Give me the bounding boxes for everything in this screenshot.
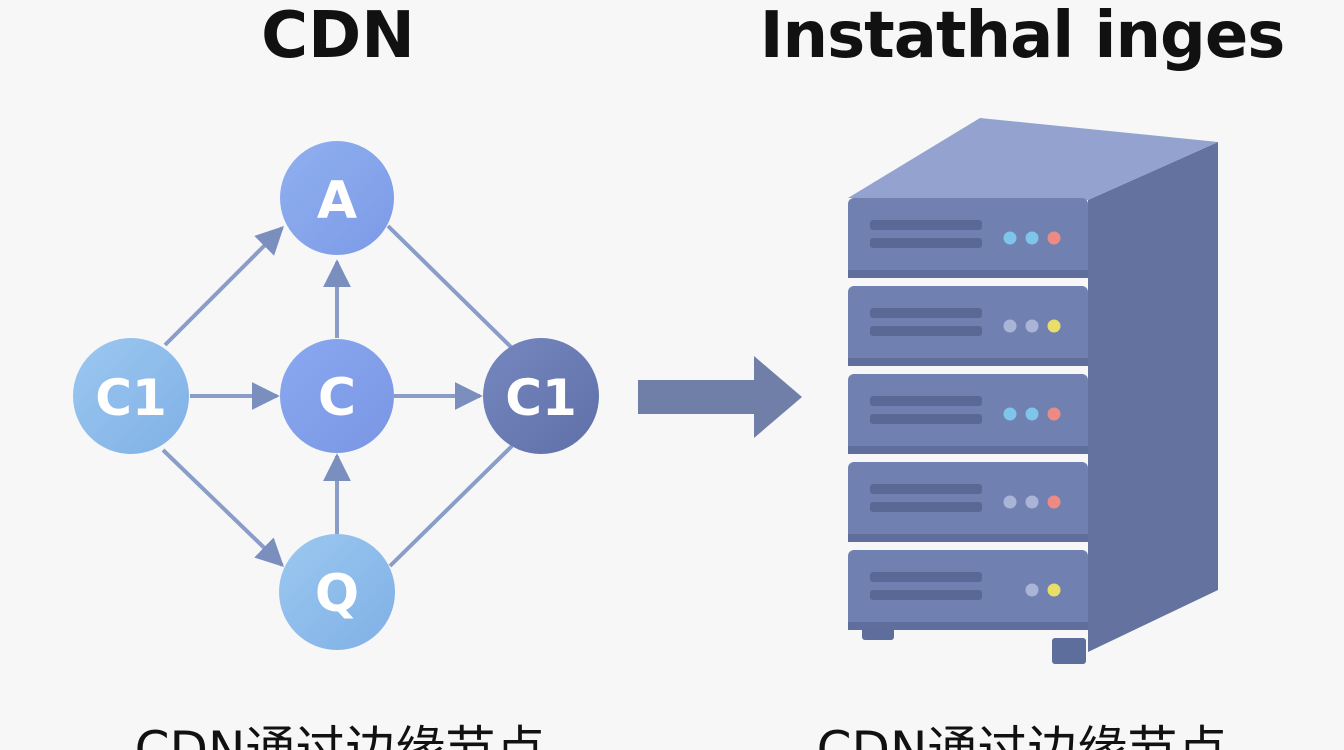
- node-c1-left: C1: [73, 338, 189, 454]
- server-unit: [848, 374, 1088, 454]
- server-vent-slot: [870, 308, 982, 318]
- node-c1-left-label: C1: [95, 369, 166, 427]
- server-title: Instathal inges: [759, 0, 1286, 73]
- edge-c1-to-q: [161, 448, 285, 567]
- node-a-label: A: [317, 171, 357, 231]
- node-q-label: Q: [315, 564, 359, 624]
- server-vent-slot: [870, 502, 982, 512]
- server-status-led: [1003, 407, 1017, 421]
- node-c1-right: C1: [483, 338, 599, 454]
- server-status-led: [1025, 319, 1039, 333]
- server-unit-shadow: [848, 534, 1088, 542]
- server-caption: CDN通过边缘节点: [816, 721, 1228, 750]
- server-foot-right: [1052, 638, 1086, 664]
- edge-c1-to-a: [163, 226, 284, 347]
- server-vent-slot: [870, 572, 982, 582]
- server-status-led: [1047, 231, 1061, 245]
- server-status-led: [1025, 583, 1039, 597]
- server-unit-shadow: [848, 622, 1088, 630]
- server-status-led: [1003, 319, 1017, 333]
- server-status-led: [1025, 231, 1039, 245]
- node-c-center-label: C: [318, 368, 356, 428]
- server-vent-slot: [870, 590, 982, 600]
- server-unit: [848, 462, 1088, 542]
- server-unit: [848, 550, 1088, 630]
- server-vent-slot: [870, 326, 982, 336]
- edge-q-to-c1: [388, 444, 514, 568]
- server-unit-shadow: [848, 270, 1088, 278]
- server-status-led: [1047, 495, 1061, 509]
- server-status-led: [1025, 495, 1039, 509]
- server-status-led: [1047, 319, 1061, 333]
- server-status-led: [1025, 407, 1039, 421]
- server-vent-slot: [870, 238, 982, 248]
- server-vent-slot: [870, 220, 982, 230]
- node-q: Q: [279, 534, 395, 650]
- server-status-led: [1047, 583, 1061, 597]
- server-unit-shadow: [848, 358, 1088, 366]
- server-vent-slot: [870, 484, 982, 494]
- server-vent-slot: [870, 396, 982, 406]
- server-status-led: [1003, 495, 1017, 509]
- edge-a-to-c1: [386, 224, 514, 350]
- server-top-panel: [848, 118, 1218, 200]
- node-c1-right-label: C1: [505, 369, 576, 427]
- server-unit: [848, 286, 1088, 366]
- server-vent-slot: [870, 414, 982, 424]
- server-unit: [848, 198, 1088, 278]
- server-rack-icon: [848, 118, 1218, 664]
- server-status-led: [1047, 407, 1061, 421]
- transition-arrow: [638, 356, 802, 438]
- server-side-panel: [1088, 142, 1218, 652]
- server-unit-shadow: [848, 446, 1088, 454]
- graph-edges: [161, 224, 514, 568]
- node-a: A: [280, 141, 394, 255]
- server-units: [848, 198, 1088, 630]
- cdn-title: CDN: [261, 0, 415, 73]
- node-c-center: C: [280, 339, 394, 453]
- cdn-caption: CDN通过边缘节点: [134, 721, 546, 750]
- server-status-led: [1003, 231, 1017, 245]
